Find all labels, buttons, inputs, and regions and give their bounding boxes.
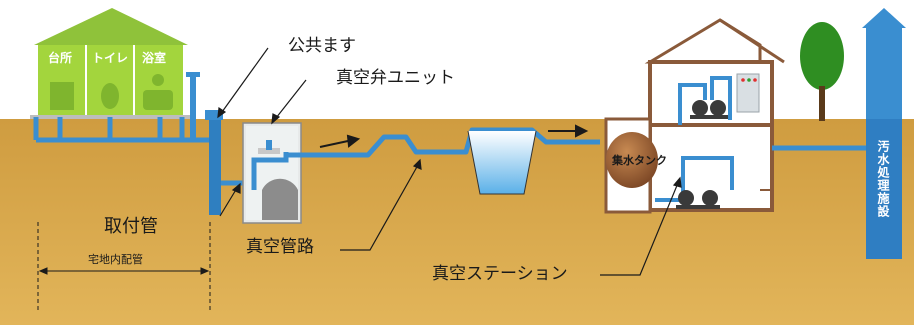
vacuum-main-pipe — [286, 127, 600, 158]
residential-piping-dimension — [37, 222, 211, 312]
tree — [800, 22, 844, 121]
label-collection-tank: 集水タンク — [612, 154, 667, 167]
vacuum-valve-unit-chamber — [242, 122, 302, 224]
treatment-facility-arrow — [862, 8, 906, 259]
road-trench — [467, 130, 537, 195]
label-public-basin: 公共ます — [288, 36, 356, 56]
flow-arrows — [319, 124, 589, 148]
house-drain-pipes — [33, 117, 214, 143]
label-treatment-facility: 汚水処理施設 — [876, 140, 890, 218]
leader-lines — [217, 47, 682, 276]
vacuum-station — [604, 18, 785, 214]
label-vacuum-valve-unit: 真空弁ユニット — [336, 68, 455, 88]
label-vacuum-pipeline: 真空管路 — [246, 237, 314, 257]
connection-pipe-riser — [209, 120, 221, 215]
label-connection-pipe: 取付管 — [104, 216, 158, 237]
house — [30, 8, 190, 119]
label-residential-piping: 宅地内配管 — [88, 253, 143, 266]
label-vacuum-station: 真空ステーション — [432, 264, 568, 284]
collection-tank — [606, 132, 658, 188]
room-label-bathroom: 浴室 — [142, 51, 167, 65]
room-label-kitchen: 台所 — [48, 51, 73, 65]
vent-pipe — [190, 76, 196, 140]
room-label-toilet: トイレ — [92, 51, 129, 65]
